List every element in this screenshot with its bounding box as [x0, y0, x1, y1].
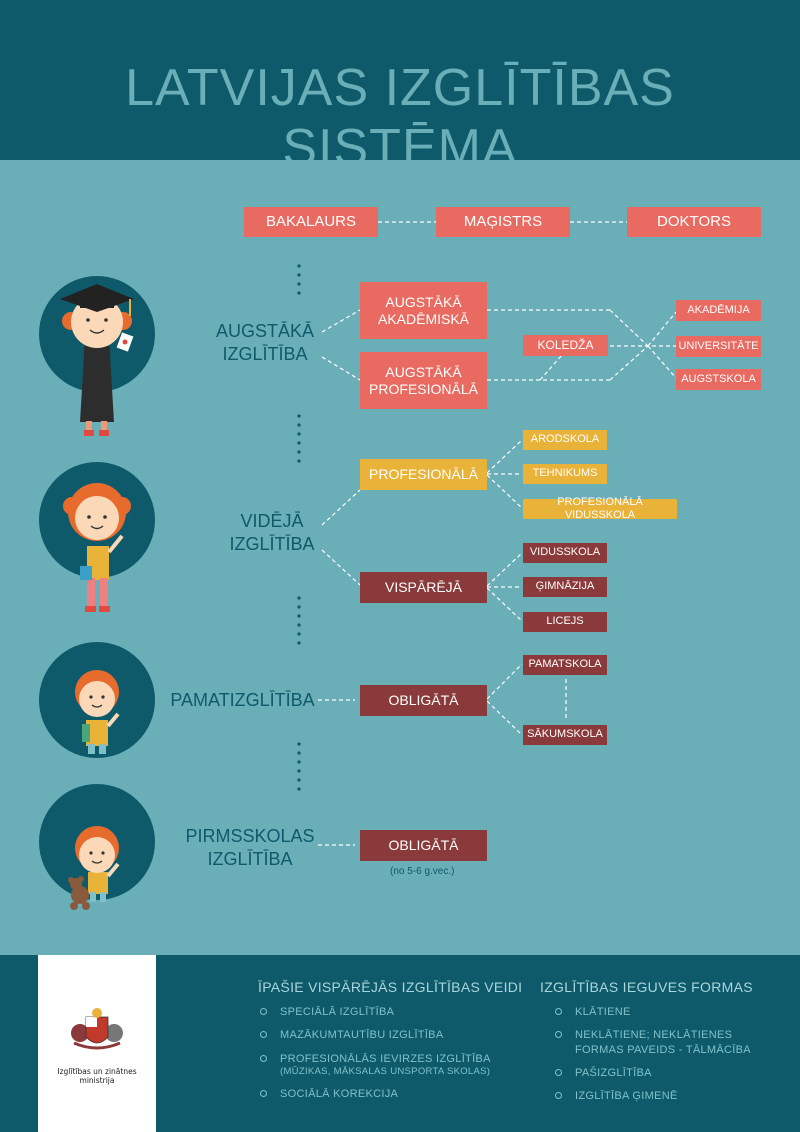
coat-of-arms-icon: [71, 1008, 123, 1050]
degree-doctor: DOKTORS: [627, 207, 761, 237]
school-technical: TEHNIKUMS: [523, 464, 607, 484]
institution-college-higher: AUGSTSKOLA: [676, 369, 761, 390]
school-vocational: ARODSKOLA: [523, 430, 607, 450]
connector-lines: [318, 221, 677, 846]
preschool-mandatory-box: OBLIGĀTĀ: [360, 830, 487, 861]
school-secondary: VIDUSSKOLA: [523, 543, 607, 563]
vertical-dot-separators: [297, 264, 301, 791]
header-banner: LATVIJAS IZGLĪTĪBAS SISTĒMA: [0, 0, 800, 177]
level-label-secondary: VIDĒJĀ IZGLĪTĪBA: [229, 511, 315, 555]
student-avatar-icon: [39, 462, 155, 612]
institution-university: UNIVERSITĀTE: [676, 336, 761, 357]
list-item: PROFESIONĀLĀS IEVIRZES IZGLĪTĪBA(MŪZIKAS…: [258, 1052, 518, 1079]
special-education-title: ĪPAŠIE VISPĀRĒJĀS IZGLĪTĪBAS VEIDI: [258, 979, 523, 995]
school-primary: SĀKUMSKOLA: [523, 725, 607, 745]
list-item: NEKLĀTIENE; NEKLĀTIENES FORMAS PAVEIDS -…: [553, 1028, 773, 1057]
preschool-age-note: (no 5-6 g.vec.): [390, 866, 455, 877]
education-forms-title: IZGLĪTĪBAS IEGUVES FORMAS: [540, 979, 753, 995]
list-item: MAZĀKUMTAUTĪBU IZGLĪTĪBA: [258, 1028, 518, 1042]
college-box: KOLEDŽA: [523, 335, 608, 356]
graduate-avatar-icon: [39, 276, 155, 436]
degree-master: MAĢISTRS: [436, 207, 570, 237]
list-item: SPECIĀLĀ IZGLĪTĪBA: [258, 1005, 518, 1019]
list-item: KLĀTIENE: [553, 1005, 773, 1019]
basic-mandatory-box: OBLIGĀTĀ: [360, 685, 487, 716]
level-label-basic: PAMATIZGLĪTĪBA: [170, 690, 315, 710]
school-professional-secondary: PROFESIONĀLĀ VIDUSSKOLA: [523, 496, 677, 521]
school-basic: PAMATSKOLA: [523, 655, 607, 675]
list-item: IZGLĪTĪBA ĢIMENĒ: [553, 1089, 773, 1103]
education-forms-list: KLĀTIENE NEKLĀTIENE; NEKLĀTIENES FORMAS …: [553, 1005, 773, 1112]
child-avatar-icon: [39, 642, 155, 758]
secondary-professional-box: PROFESIONĀLĀ: [360, 459, 487, 490]
list-item: PAŠIZGLĪTĪBA: [553, 1066, 773, 1080]
higher-professional-box: AUGSTĀKĀ PROFESIONĀLĀ: [360, 352, 487, 409]
page-title: LATVIJAS IZGLĪTĪBAS SISTĒMA: [125, 59, 675, 177]
level-label-higher: AUGSTĀKĀ IZGLĪTĪBA: [215, 321, 315, 365]
preschooler-avatar-icon: [39, 784, 155, 910]
special-education-list: SPECIĀLĀ IZGLĪTĪBA MAZĀKUMTAUTĪBU IZGLĪT…: [258, 1005, 518, 1111]
diagram-canvas: [39, 221, 677, 910]
list-item: SOCIĀLĀ KOREKCIJA: [258, 1087, 518, 1101]
school-gymnasium: ĢIMNĀZIJA: [523, 577, 607, 597]
institution-academy: AKADĒMIJA: [676, 300, 761, 321]
ministry-name: Izglītības un zinātnes ministrija: [57, 1067, 137, 1085]
secondary-general-box: VISPĀRĒJĀ: [360, 572, 487, 603]
ministry-logo-card: Izglītības un zinātnes ministrija: [38, 955, 156, 1132]
level-label-preschool: PIRMSSKOLAS IZGLĪTĪBA: [185, 826, 315, 870]
school-lyceum: LICEJS: [523, 612, 607, 632]
degree-bachelor: BAKALAURS: [244, 207, 378, 237]
higher-academic-box: AUGSTĀKĀ AKADĒMISKĀ: [360, 282, 487, 339]
footer: Izglītības un zinātnes ministrija ĪPAŠIE…: [0, 955, 800, 1132]
